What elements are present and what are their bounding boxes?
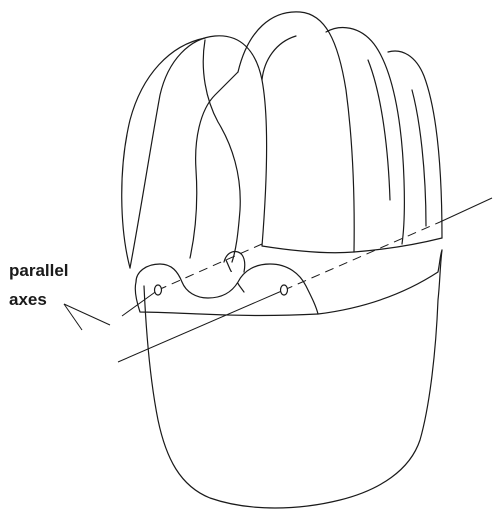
left-pivot-hole — [155, 285, 162, 295]
index-fingertip-outline — [203, 40, 240, 262]
ring-finger-inner-line — [368, 60, 390, 200]
knuckle-line — [262, 238, 442, 253]
hand-back-outline — [122, 38, 205, 268]
middle-finger-outline — [238, 12, 354, 252]
index-finger-outline — [130, 36, 267, 268]
little-finger-outline — [388, 51, 442, 238]
index-finger-inner-outline — [190, 72, 238, 258]
cuff-band-outline — [136, 250, 442, 314]
axes-label: axes — [9, 291, 47, 308]
right-pivot-hole — [281, 285, 288, 295]
little-finger-inner-line — [412, 90, 426, 226]
middle-finger-inner-line — [262, 36, 296, 80]
ring-finger-outline — [326, 28, 404, 244]
parallel-label: parallel — [9, 262, 69, 279]
axis-lower-solid-right — [440, 198, 492, 222]
